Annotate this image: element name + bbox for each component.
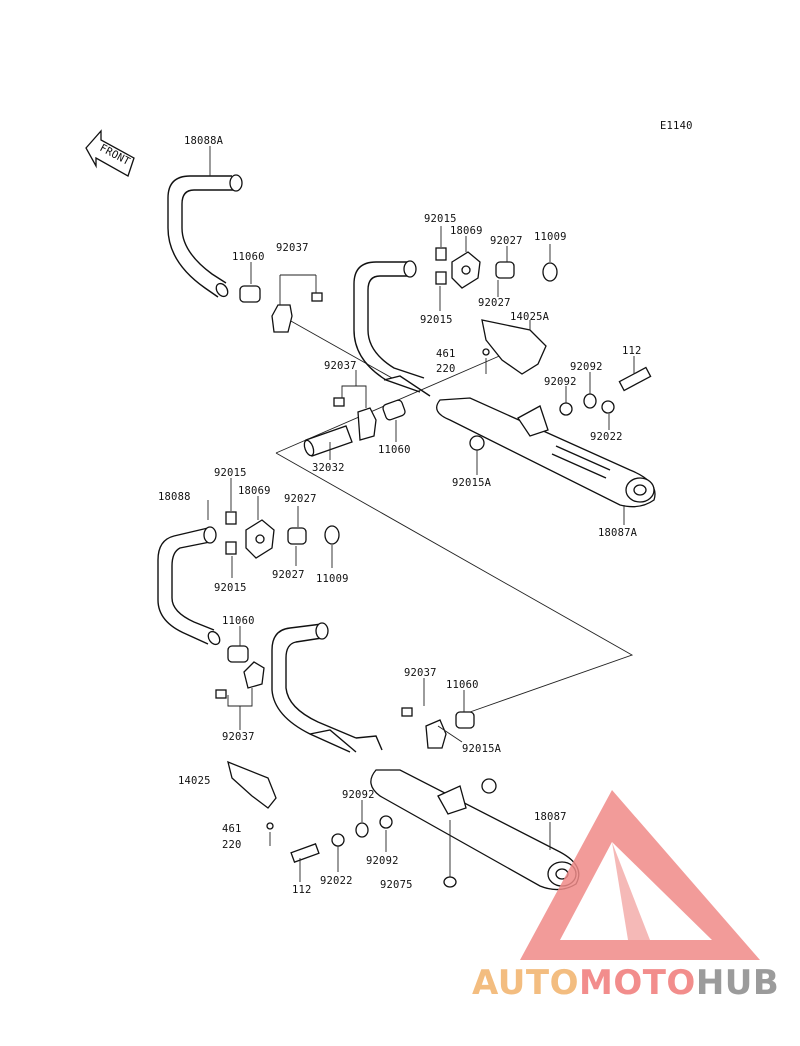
nut-92015-d xyxy=(225,541,237,555)
muffler-18087 xyxy=(370,769,580,891)
gasket-11060-c xyxy=(227,645,249,663)
callout-92022: 92022 xyxy=(590,431,623,443)
callout-labels: 18088A 92037 11060 92015 18069 92027 110… xyxy=(158,135,642,896)
callout-11060: 11060 xyxy=(232,251,265,263)
callout-92027-c: 92027 xyxy=(284,493,317,505)
nut-92015A xyxy=(469,435,485,451)
header-pipe-lower xyxy=(271,622,383,753)
gasket-11009 xyxy=(542,262,558,282)
gasket-11060-d xyxy=(455,711,475,729)
watermark-part-auto: AUTO xyxy=(472,963,579,1003)
callout-18087: 18087 xyxy=(534,811,567,823)
bolt-112-b xyxy=(290,843,320,863)
muffler-18087A xyxy=(436,397,656,508)
callout-92027-d: 92027 xyxy=(272,569,305,581)
callout-11060-b: 11060 xyxy=(378,444,411,456)
callout-92015A-b: 92015A xyxy=(462,743,502,755)
exhaust-pipe-18088A xyxy=(167,174,243,298)
callout-92092-d: 92092 xyxy=(366,855,399,867)
callout-92015-d: 92015 xyxy=(214,582,247,594)
callout-18069: 18069 xyxy=(450,225,483,237)
callout-92022-b: 92022 xyxy=(320,875,353,887)
callout-11009: 11009 xyxy=(534,231,567,243)
warning-triangle-icon xyxy=(520,790,760,960)
watermark-text: AUTOMOTOHUB xyxy=(472,963,779,1003)
nut-92015A-lower xyxy=(481,778,497,794)
nut-92015-c xyxy=(225,511,237,525)
front-arrow-icon: FRONT xyxy=(85,129,135,177)
watermark-logo: AUTOMOTOHUB xyxy=(472,790,779,1003)
callout-18087A: 18087A xyxy=(598,527,638,539)
diagram-code: E1140 xyxy=(660,120,693,132)
link-line xyxy=(281,315,393,379)
heat-shield-14025 xyxy=(227,760,277,809)
callout-92037-d: 92037 xyxy=(404,667,437,679)
callout-220: 220 xyxy=(436,363,456,375)
callout-92092-b: 92092 xyxy=(544,376,577,388)
callout-32032: 32032 xyxy=(312,462,345,474)
callout-112: 112 xyxy=(622,345,642,357)
nut-92015 xyxy=(435,247,447,261)
callout-14025: 14025 xyxy=(178,775,211,787)
gasket-11060 xyxy=(239,285,261,303)
callout-461: 461 xyxy=(436,348,456,360)
watermark-part-moto: MOTO xyxy=(579,963,696,1003)
callout-92037-b: 92037 xyxy=(324,360,357,372)
callout-92027: 92027 xyxy=(490,235,523,247)
collar-92027 xyxy=(495,261,515,279)
callout-11060-d: 11060 xyxy=(446,679,479,691)
washer-92022-b xyxy=(331,833,345,847)
exhaust-pipe-18088 xyxy=(157,526,221,646)
callout-461-b: 461 xyxy=(222,823,242,835)
callout-11009-b: 11009 xyxy=(316,573,349,585)
gasket-11060-b xyxy=(382,399,406,421)
callout-92027-b: 92027 xyxy=(478,297,511,309)
callout-92015: 92015 xyxy=(424,213,457,225)
callout-92015A: 92015A xyxy=(452,477,492,489)
washer-92022 xyxy=(601,400,615,414)
clamp-92037-b xyxy=(333,397,377,441)
washer-92092-b xyxy=(583,393,597,409)
gasket-11009-b xyxy=(324,525,340,545)
callout-18069-b: 18069 xyxy=(238,485,271,497)
washer-92092 xyxy=(559,402,573,416)
callout-92037: 92037 xyxy=(276,242,309,254)
bolt-112 xyxy=(618,366,652,392)
callout-92037-c: 92037 xyxy=(222,731,255,743)
callout-11060-c: 11060 xyxy=(222,615,255,627)
callout-18088: 18088 xyxy=(158,491,191,503)
callout-220-b: 220 xyxy=(222,839,242,851)
washer-92092-c xyxy=(355,822,369,838)
nut-92075 xyxy=(443,876,457,888)
callout-14025A: 14025A xyxy=(510,311,550,323)
clamp-92037-c xyxy=(243,661,265,689)
heat-shield-14025A xyxy=(481,319,547,375)
clamp-92037 xyxy=(271,292,323,333)
collar-92027-c xyxy=(287,527,307,545)
callout-92092: 92092 xyxy=(570,361,603,373)
bolt-92037-d xyxy=(401,707,413,717)
nut-92015-lower xyxy=(435,271,447,285)
boundary-line xyxy=(275,343,528,454)
callout-92092-c: 92092 xyxy=(342,789,375,801)
callout-18088A: 18088A xyxy=(184,135,224,147)
callout-92015-b: 92015 xyxy=(420,314,453,326)
callout-92075: 92075 xyxy=(380,879,413,891)
callout-112-b: 112 xyxy=(292,884,312,896)
callout-92015-c: 92015 xyxy=(214,467,247,479)
clamp-92037-d xyxy=(425,719,447,749)
washer-92092-d xyxy=(379,815,393,829)
boundary-line-lower xyxy=(275,452,634,713)
watermark-part-hub: HUB xyxy=(696,963,779,1003)
header-pipe-upper xyxy=(353,260,431,397)
